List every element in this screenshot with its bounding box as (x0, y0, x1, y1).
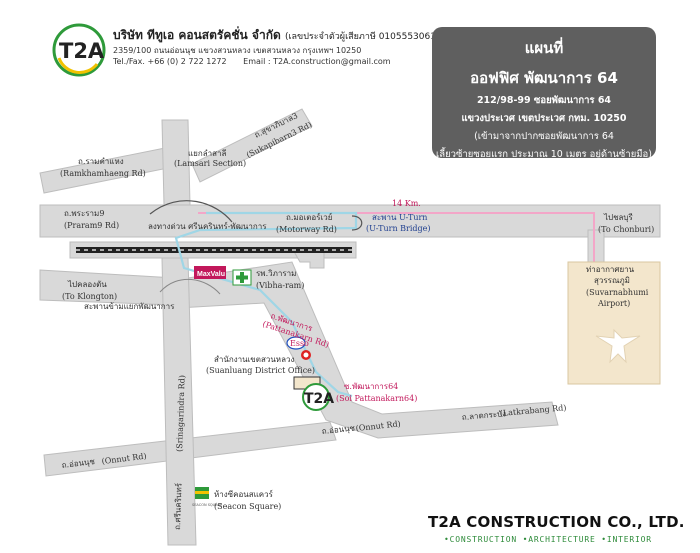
uturn-label-en: (U-Turn Bridge) (366, 224, 431, 233)
airport-label-en1: (Suvarnabhumi (586, 288, 649, 297)
company-name: บริษัท ทีทูเอ คอนสตรัคชั่น จำกัด (เลขประ… (113, 26, 457, 45)
lamsari-label-th: แยกลำสาลี (188, 149, 226, 158)
soi64-label-en: (Soi Pattanakarn64) (336, 394, 417, 403)
motorway-label-en: (Motorway Rd) (276, 225, 337, 234)
info-box-direction-line2: เลี้ยวซ้ายซอยแรก ประมาณ 10 เมตร อยู่ด้าน… (436, 149, 652, 160)
company-tax-id: (เลขประจำตัวผู้เสียภาษี 0105553061821) (284, 32, 457, 42)
klongton-label-th: ไปคลองตัน (67, 280, 107, 289)
onnut-label-th-west: ถ.อ่อนนุช (61, 457, 96, 470)
airport-label-th1: ท่าอากาศยาน (586, 265, 635, 274)
interchange-label: ลงทางด่วน ศรีนครินทร์-พัฒนาการ (148, 221, 267, 231)
company-tel: Tel./Fax. +66 (0) 2 722 1272 (113, 57, 227, 66)
motorway-label-th: ถ.มอเตอร์เวย์ (286, 212, 332, 222)
airport-area (567, 261, 661, 385)
chonburi-connector (587, 229, 605, 263)
sukapibarn-road (191, 108, 313, 183)
chonburi-label-en: (To Chonburi) (598, 225, 654, 234)
airport-icon (595, 328, 641, 364)
chonburi-label-th: ไปชลบุรี (603, 213, 634, 222)
praram9-motorway-road (39, 204, 661, 238)
info-box-subtitle: ออฟฟิศ พัฒนาการ 64 (470, 69, 618, 87)
airport-label-th2: สุวรรณภูมิ (594, 276, 630, 286)
footer-company-title: T2A CONSTRUCTION CO., LTD. (428, 513, 685, 531)
hospital-label-en: (Vibha-ram) (256, 281, 304, 290)
company-logo: T2A (52, 23, 106, 77)
company-email: Email : T2A.construction@gmail.com (243, 57, 391, 66)
bridge-label-th: สะพานข้ามแยกพัฒนาการ (84, 302, 175, 311)
hospital-label-th: รพ.วิภาราม (256, 269, 296, 278)
maxvalu-icon: MaxValu (194, 266, 226, 279)
hospital-icon (232, 269, 252, 286)
office-info-box: แผนที่ ออฟฟิศ พัฒนาการ 64 212/98-99 ซอยพ… (432, 27, 656, 160)
seacon-logo: SEACON SQUARE (192, 487, 222, 507)
esso-label: Esso (290, 339, 309, 348)
interchange-ramp (149, 200, 233, 223)
seacon-label-en: (Seacon Square) (214, 502, 281, 511)
seacon-logo-text: SEACON SQUARE (192, 503, 222, 507)
footer-tagline: •CONSTRUCTION •ARCHITECTURE •INTERIOR (444, 535, 652, 544)
map-logo-text: T2A (304, 391, 334, 407)
srinagarindra-road (161, 257, 197, 546)
info-box-address-line2: แขวงประเวศ เขตประเวศ กทม. 10250 (461, 113, 627, 124)
uturn-arrow (351, 215, 363, 231)
maxvalu-label: MaxValu (197, 271, 225, 278)
onnut-label-th: ถ.อ่อนนุช (321, 423, 356, 435)
company-logo-text: T2A (59, 39, 105, 63)
distance-label: 14 Km. (392, 199, 421, 208)
company-address: 2359/100 ถนนอ่อนนุช แขวงสวนหลวง เขตสวนหล… (113, 46, 362, 55)
suanluang-label-en: (Suanluang District Office) (206, 366, 315, 375)
srinagarindra-label-en: (Srinagarindra Rd) (175, 375, 187, 452)
esso-station-icon: Esso (286, 336, 311, 360)
info-box-direction-line1: (เข้ามาจากปากซอยพัฒนาการ 64 (474, 131, 614, 142)
praram9-label-en: (Praram9 Rd) (64, 221, 119, 230)
directions-route-line (174, 211, 358, 398)
airport-label-en2: Airport) (597, 299, 630, 308)
pattanakarn-road (174, 261, 559, 439)
seacon-label-th: ห้างซีคอนสแควร์ (214, 489, 274, 499)
ramkhamhaeng-label-en: (Ramkhamhaeng Rd) (60, 169, 146, 178)
klongton-label-en: (To Klongton) (62, 292, 117, 301)
latkrabang-label-th: ถ.ลาดกระบัง (461, 409, 506, 422)
railway-track (76, 247, 352, 253)
suanluang-label-th: สำนักงานเขตสวนหลวง (214, 355, 294, 364)
company-name-th: บริษัท ทีทูเอ คอนสตรัคชั่น จำกัด (113, 28, 281, 42)
praram9-label-th: ถ.พระราม9 (64, 209, 104, 218)
uturn-label-th: สะพาน U-Turn (372, 213, 427, 222)
soi64-label-th: ซ.พัฒนาการ64 (344, 382, 398, 391)
ramkhamhaeng-label-th: ถ.รามคำแหง (78, 157, 124, 166)
lamsari-label-en: (Lamsari Section) (174, 159, 246, 168)
info-box-address-line1: 212/98-99 ซอยพัฒนาการ 64 (476, 95, 612, 106)
ramp-shadow (159, 278, 221, 295)
info-box-title: แผนที่ (524, 39, 564, 57)
office-location-logo: T2A (302, 383, 334, 411)
srinagarindra-label-th: ถ.ศรีนครินทร์ (172, 482, 184, 530)
company-contact: Tel./Fax. +66 (0) 2 722 1272 Email : T2A… (113, 57, 405, 66)
